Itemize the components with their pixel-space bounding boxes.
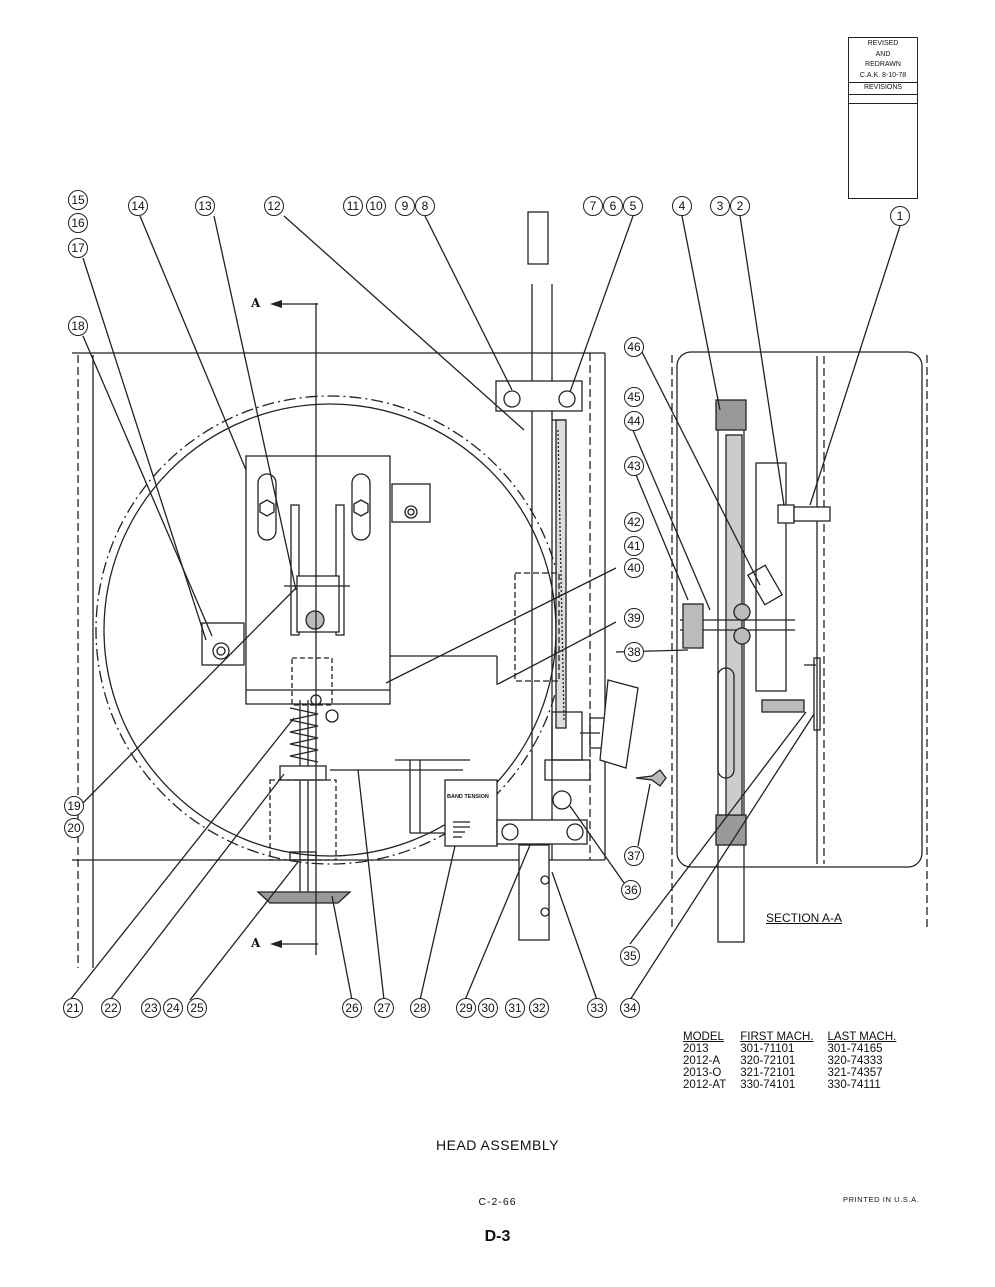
revision-line: C.A.K. 8-10-78 <box>859 71 907 79</box>
callout: 9 <box>395 196 415 216</box>
callout: 44 <box>624 411 644 431</box>
callout: 29 <box>456 998 476 1018</box>
callout: 12 <box>264 196 284 216</box>
callout: 8 <box>415 196 435 216</box>
revision-line: REDRAWN <box>865 61 901 68</box>
section-marker-bottom: A <box>251 936 261 950</box>
section-a-a-view <box>671 351 928 943</box>
callout: 46 <box>624 337 644 357</box>
section-cut-arrows <box>276 303 318 945</box>
callout: 20 <box>64 818 84 838</box>
section-marker-top: A <box>251 296 261 310</box>
callout: 15 <box>68 190 88 210</box>
date-code: C-2-66 <box>478 1196 517 1208</box>
callout: 2 <box>730 196 750 216</box>
table-row: 2012-A 320-72101 320-74333 <box>683 1055 910 1067</box>
callout: 7 <box>583 196 603 216</box>
callout: 27 <box>374 998 394 1018</box>
table-row: 2013 301-71101 301-74165 <box>683 1043 910 1055</box>
callout: 34 <box>620 998 640 1018</box>
callout: 21 <box>63 998 83 1018</box>
table-cell: 2012-A <box>683 1055 721 1067</box>
callout: 1 <box>890 206 910 226</box>
revision-line: REVISED <box>867 40 899 47</box>
callout: 5 <box>623 196 643 216</box>
band-tension-label: BAND TENSION <box>447 794 489 800</box>
callout: 6 <box>603 196 623 216</box>
first-mach-header: FIRST MACH. <box>740 1031 814 1043</box>
revision-block: REVISED AND REDRAWN C.A.K. 8-10-78 REVIS… <box>848 37 918 199</box>
revision-line: AND <box>875 50 891 58</box>
callout: 40 <box>624 558 644 578</box>
frame-outline <box>72 352 606 968</box>
last-mach-header: LAST MACH. <box>827 1031 897 1043</box>
callout: 16 <box>68 213 88 233</box>
callout: 43 <box>624 456 644 476</box>
table-cell: 2013 <box>683 1043 709 1055</box>
callout: 4 <box>672 196 692 216</box>
callout: 36 <box>621 880 641 900</box>
table-cell: 321-72101 <box>740 1067 796 1079</box>
table-cell: 320-74333 <box>827 1055 883 1067</box>
section-arrow-top <box>270 300 282 308</box>
callout: 24 <box>163 998 183 1018</box>
callout: 17 <box>68 238 88 258</box>
callout: 31 <box>505 998 525 1018</box>
table-cell: 2013-O <box>683 1067 722 1079</box>
callout: 35 <box>620 946 640 966</box>
page-number: D-3 <box>484 1228 511 1245</box>
callout: 26 <box>342 998 362 1018</box>
table-cell: 321-74357 <box>827 1067 883 1079</box>
callout: 38 <box>624 642 644 662</box>
callout: 42 <box>624 512 644 532</box>
callout: 10 <box>366 196 386 216</box>
callout: 23 <box>141 998 161 1018</box>
sheet-title: HEAD ASSEMBLY <box>436 1137 559 1153</box>
callout: 19 <box>64 796 84 816</box>
callout: 22 <box>101 998 121 1018</box>
callout: 25 <box>187 998 207 1018</box>
callout: 33 <box>587 998 607 1018</box>
table-cell: 301-74165 <box>827 1043 883 1055</box>
guide-plate <box>201 455 498 706</box>
callout: 28 <box>410 998 430 1018</box>
model-header: MODEL <box>683 1031 724 1043</box>
callout: 39 <box>624 608 644 628</box>
callout: 41 <box>624 536 644 556</box>
callout: 32 <box>529 998 549 1018</box>
table-cell: 330-74101 <box>740 1079 796 1091</box>
printed-in-usa: PRINTED IN U.S.A. <box>843 1195 920 1204</box>
callout: 13 <box>195 196 215 216</box>
tension-spring <box>256 303 352 955</box>
table-row: 2013-O 321-72101 321-74357 <box>683 1067 910 1079</box>
callout: 11 <box>343 196 363 216</box>
callout: 14 <box>128 196 148 216</box>
section-label: SECTION A-A <box>766 911 843 925</box>
callout: 18 <box>68 316 88 336</box>
model-table: MODEL FIRST MACH. LAST MACH. 2013 301-71… <box>683 1031 910 1091</box>
callout: 3 <box>710 196 730 216</box>
section-arrow-bottom <box>270 940 282 948</box>
table-cell: 301-71101 <box>740 1043 795 1055</box>
callout: 37 <box>624 846 644 866</box>
table-cell: 2012-AT <box>683 1079 727 1091</box>
band-tension-bracket <box>330 759 498 847</box>
table-row: 2012-AT 330-74101 330-74111 <box>683 1079 910 1091</box>
revision-rule <box>849 102 917 104</box>
callout: 45 <box>624 387 644 407</box>
callout: 30 <box>478 998 498 1018</box>
table-cell: 320-72101 <box>740 1055 796 1067</box>
leader-lines <box>69 215 901 1001</box>
revisions-title: REVISIONS <box>849 82 917 95</box>
table-cell: 330-74111 <box>827 1079 881 1091</box>
